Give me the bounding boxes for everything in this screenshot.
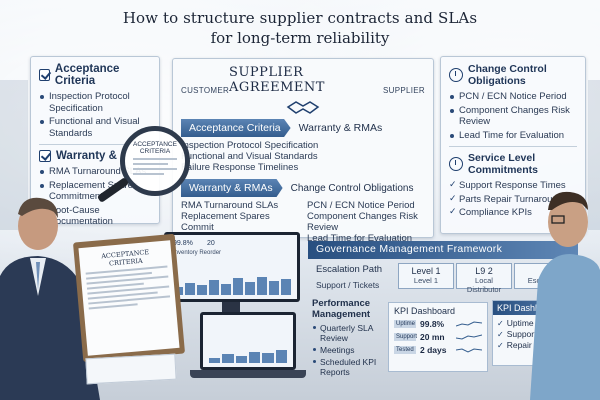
list-item: Component Changes Risk Review bbox=[307, 211, 418, 233]
page-header: How to structure supplier contracts and … bbox=[0, 8, 600, 48]
monitor-bar-chart bbox=[173, 275, 291, 295]
supplier-label: SUPPLIER bbox=[383, 86, 425, 95]
gear-icon bbox=[449, 68, 463, 82]
sla-list: Support Response Times Parts Repair Turn… bbox=[449, 179, 577, 219]
supplier-agreement-document: CUSTOMER SUPPLIER AGREEMENT SUPPLIER Acc… bbox=[172, 58, 434, 244]
divider bbox=[449, 146, 577, 147]
level-box: L9 2 Local Distributor bbox=[456, 263, 512, 294]
list-item: Failure Response Timelines bbox=[181, 162, 299, 173]
list-item: Functional and Visual Standards bbox=[181, 151, 318, 162]
laptop-chart bbox=[209, 347, 287, 363]
escalation-path: Escalation Path Support / Tickets Level … bbox=[310, 262, 580, 298]
sparkline-icon bbox=[456, 321, 482, 327]
level-box: Level 1 Level 1 bbox=[398, 263, 454, 289]
checkbox-icon bbox=[39, 69, 50, 81]
performance-management: Performance Management Quarterly SLA Rev… bbox=[312, 298, 388, 388]
page-title-line1: How to structure supplier contracts and … bbox=[122, 9, 478, 27]
list-item: Functional and Visual Standards bbox=[39, 116, 151, 139]
list-item: PCN / ECN Notice Period bbox=[449, 91, 577, 103]
acceptance-items: Inspection Protocol Specification Functi… bbox=[181, 140, 425, 173]
handshake-icon bbox=[181, 97, 425, 119]
list-item: Replacement Spares Commit bbox=[181, 211, 270, 233]
list-item: Lead Time for Evaluation bbox=[307, 233, 413, 244]
warranty-heading: Warranty & bbox=[39, 150, 151, 162]
laptop-keyboard bbox=[190, 370, 306, 378]
list-item: Inspection Protocol Specification bbox=[181, 140, 319, 151]
list-item: Component Changes Risk Review bbox=[449, 105, 577, 128]
kpi-row: Uptime 99.8% bbox=[394, 319, 482, 329]
clipboard: ACCEPTANCE CRITERIA bbox=[72, 233, 186, 363]
change-control-list: PCN / ECN Notice Period Component Change… bbox=[449, 91, 577, 141]
check-icon: ✓ bbox=[497, 341, 504, 350]
agreement-header: CUSTOMER SUPPLIER AGREEMENT SUPPLIER bbox=[181, 65, 425, 95]
checkbox-icon bbox=[39, 150, 51, 162]
escalation-path-label: Escalation Path bbox=[316, 264, 383, 275]
clipboard-paper: ACCEPTANCE CRITERIA bbox=[78, 240, 180, 356]
magnifying-glass-icon: ACCEPTANCE CRITERIA bbox=[120, 126, 190, 196]
list-item: RMA Turnaround SLAs bbox=[181, 200, 279, 211]
performance-title: Performance Management bbox=[312, 298, 371, 320]
customer-label: CUSTOMER bbox=[181, 86, 230, 95]
monitor-value: 20 bbox=[207, 240, 215, 247]
check-icon: ✓ bbox=[497, 319, 504, 328]
list-item: Replacement Spares Commitment bbox=[39, 180, 151, 203]
warranty-ribbon: Warranty & RMAs bbox=[181, 179, 283, 197]
engineer-right bbox=[530, 191, 600, 400]
list-item: RMA Turnaround SLAs bbox=[39, 166, 151, 178]
clock-icon bbox=[449, 157, 463, 171]
list-item: Scheduled KPI Reports bbox=[312, 357, 388, 377]
governance-banner: Governance Management Framework bbox=[308, 241, 578, 259]
sparkline-icon bbox=[456, 348, 482, 353]
monitor-screen: 99.8% 20 Inventory Reorder bbox=[167, 235, 297, 299]
change-control-heading: Change Control Obligations bbox=[290, 182, 414, 194]
kpi-row: Support 20 mn bbox=[394, 332, 482, 342]
agreement-row-1: Acceptance Criteria Warranty & RMAs bbox=[181, 119, 425, 137]
desk-paper bbox=[85, 353, 177, 385]
sparkline-icon bbox=[456, 334, 482, 340]
acceptance-criteria-heading: Acceptance Criteria bbox=[39, 63, 151, 87]
page-title-line2: for long-term reliability bbox=[210, 29, 390, 47]
acceptance-list: Inspection Protocol Specification Functi… bbox=[39, 91, 151, 139]
shelf-right bbox=[588, 80, 600, 230]
support-tickets-label: Support / Tickets bbox=[316, 280, 380, 290]
check-icon: ✓ bbox=[497, 330, 504, 339]
divider bbox=[39, 144, 151, 145]
right-panel: Change Control Obligations PCN / ECN Not… bbox=[440, 56, 586, 234]
performance-list: Quarterly SLA Review Meetings Scheduled … bbox=[312, 323, 388, 377]
monitor-value: 99.8% bbox=[173, 240, 193, 247]
list-item: Parts Repair Turnaround bbox=[449, 193, 577, 206]
list-item: ✓Uptime 99.8% bbox=[497, 318, 561, 328]
kpi-dashboard-1: KPI Dashboard Uptime 99.8% Support 20 mn… bbox=[388, 302, 488, 372]
magnifier-title: ACCEPTANCE CRITERIA bbox=[133, 141, 177, 155]
center-monitor: 99.8% 20 Inventory Reorder bbox=[164, 232, 300, 302]
acceptance-ribbon: Acceptance Criteria bbox=[181, 119, 291, 137]
list-item: Meetings bbox=[312, 345, 388, 355]
warranty-heading: Warranty & RMAs bbox=[298, 122, 383, 134]
agreement-row-2: Warranty & RMAs Change Control Obligatio… bbox=[181, 179, 425, 197]
monitor-label: Inventory Reorder bbox=[173, 250, 222, 256]
list-item: Inspection Protocol Specification bbox=[39, 91, 151, 114]
list-item: Support Response Times bbox=[449, 179, 577, 192]
agreement-row-3: RMA Turnaround SLAs Replacement Spares C… bbox=[181, 200, 425, 244]
list-item: PCN / ECN Notice Period bbox=[307, 200, 415, 211]
businessman-left bbox=[0, 197, 100, 400]
agreement-title: SUPPLIER AGREEMENT bbox=[229, 65, 325, 95]
laptop-screen bbox=[203, 315, 293, 367]
list-item: Compliance KPIs bbox=[449, 206, 577, 219]
change-control-heading: Change Control Obligations bbox=[449, 63, 577, 87]
kpi-dashboard-title: KPI Dashboard bbox=[394, 306, 456, 316]
list-item: Quarterly SLA Review bbox=[312, 323, 388, 343]
change-items: PCN / ECN Notice Period Component Change… bbox=[307, 200, 425, 244]
laptop bbox=[200, 312, 296, 370]
list-item: Lead Time for Evaluation bbox=[449, 130, 577, 142]
warranty-items: RMA Turnaround SLAs Replacement Spares C… bbox=[181, 200, 299, 244]
kpi-row: Tested 2 days bbox=[394, 345, 482, 355]
sla-heading: Service Level Commitments bbox=[449, 152, 577, 176]
